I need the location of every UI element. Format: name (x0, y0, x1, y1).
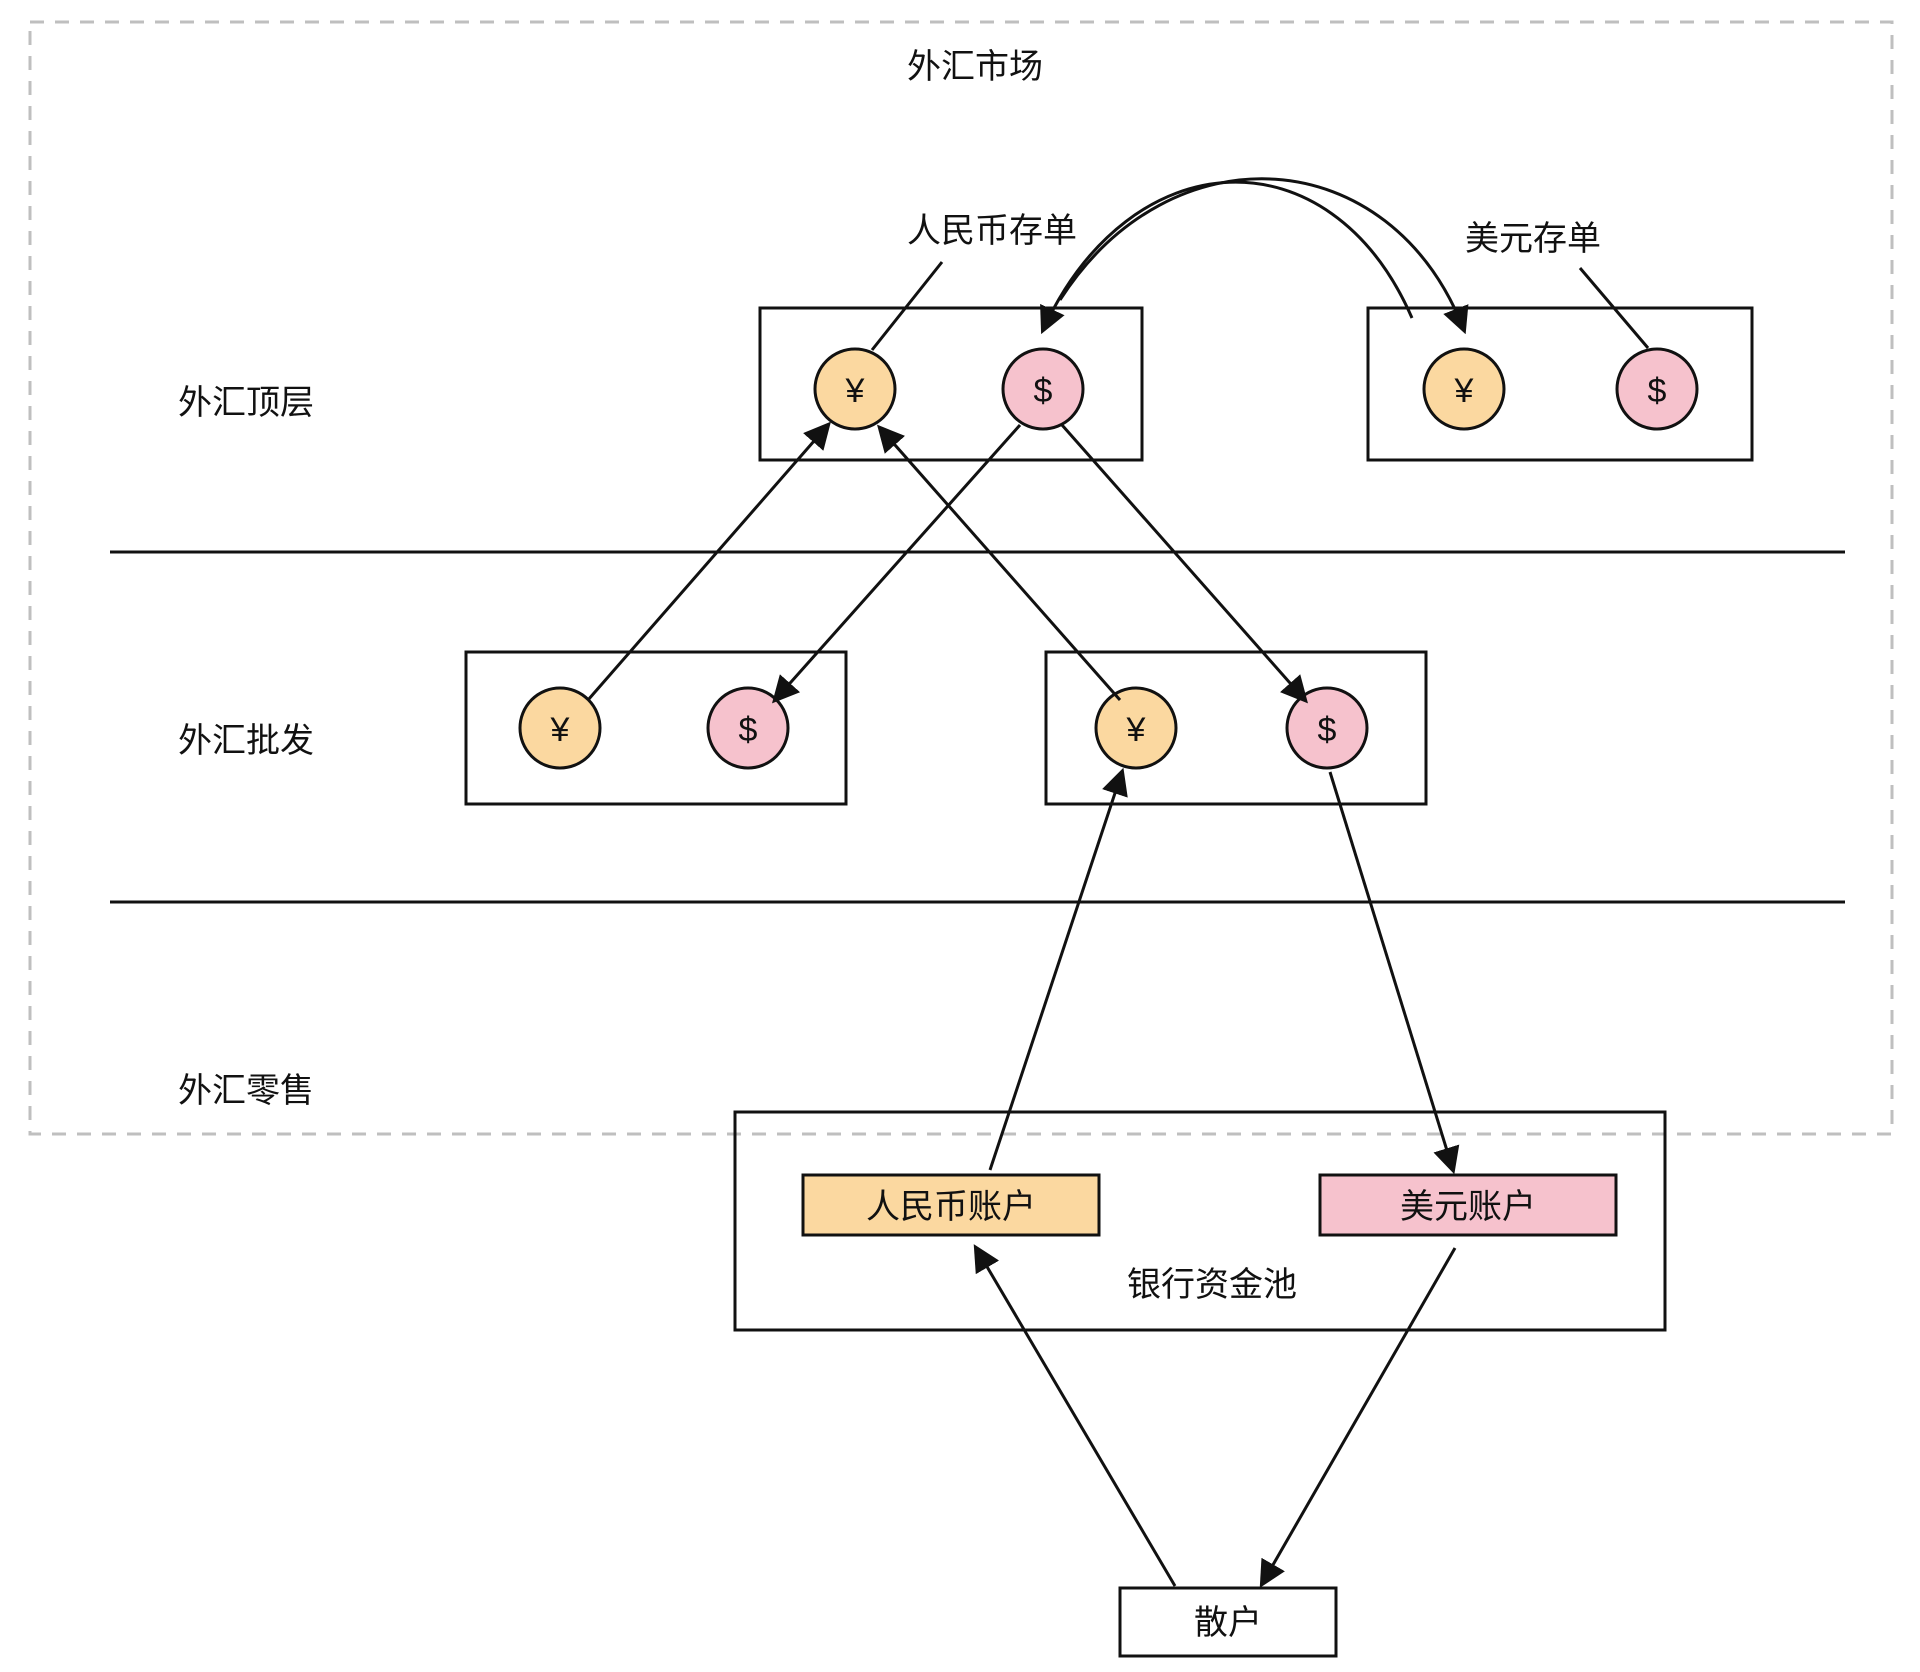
arrow-ws-b-cny-to-top-a-cny (877, 424, 1122, 701)
arrow-topa-usd-to-topb-cny (1058, 177, 1469, 335)
wholesale-group-b-usd-symbol: $ (1318, 711, 1337, 749)
top-tier-group-a (758, 306, 1144, 462)
top-tier-group-a-cny-node[interactable] (813, 347, 897, 431)
top-tier-group-a-cny-symbol: ¥ (845, 372, 865, 410)
usd-account-box[interactable] (1318, 1173, 1618, 1237)
top-tier-group-b-cny-symbol: ¥ (1454, 372, 1474, 410)
top-tier-group-b-usd-symbol: $ (1648, 372, 1667, 410)
top-tier-group-b (1366, 306, 1754, 462)
wholesale-tier-group-b (1044, 650, 1428, 806)
arrow-ws-b-usd-to-usd-account (1328, 771, 1460, 1175)
arrow-ws-a-cny-to-top-a-cny (586, 421, 831, 701)
arrow-retail-customer-to-cny-account (973, 1244, 1177, 1587)
wholesale-group-b-cny-node[interactable] (1094, 686, 1178, 770)
annotation-usd-cd-label: 美元存单 (1465, 220, 1601, 258)
tier-label-retail: 外汇零售 (178, 1072, 314, 1110)
bank-pool-label: 银行资金池 (1127, 1266, 1297, 1304)
bank-pool-box (733, 1110, 1667, 1332)
top-tier-group-a-usd-symbol: $ (1034, 372, 1053, 410)
arrow-top-a-usd-to-ws-b-usd (1060, 424, 1308, 704)
tier-label-wholesale: 外汇批发 (178, 722, 314, 760)
usd-account-label: 美元账户 (1400, 1188, 1536, 1226)
wholesale-group-a-usd-node[interactable] (706, 686, 790, 770)
wholesale-group-a-usd-symbol: $ (739, 711, 758, 749)
annotation-cny-cd-label: 人民币存单 (907, 212, 1077, 250)
annotation-usd-cd-leader (1578, 267, 1650, 349)
arrow-cny-account-to-ws-b-cny (988, 767, 1128, 1171)
cny-account-label: 人民币账户 (866, 1188, 1036, 1226)
arrow-usd-account-to-retail-customer (1259, 1247, 1457, 1588)
annotation-cny-cd-leader (870, 261, 944, 351)
top-tier-group-a-usd-node[interactable] (1001, 347, 1085, 431)
wholesale-tier-group-a (464, 650, 848, 806)
wholesale-group-a-cny-symbol: ¥ (550, 711, 570, 749)
retail-customer-label: 散户 (1194, 1604, 1262, 1642)
top-tier-group-b-usd-node[interactable] (1615, 347, 1699, 431)
wholesale-group-b-usd-node[interactable] (1285, 686, 1369, 770)
outer-dashed-container (28, 20, 1894, 1136)
arrow-top-a-usd-to-ws-a-usd (772, 424, 1022, 704)
diagram-title: 外汇市场 (907, 48, 1043, 86)
tier-label-top: 外汇顶层 (178, 384, 314, 422)
retail-customer-box[interactable] (1118, 1586, 1338, 1658)
wholesale-group-a-cny-node[interactable] (518, 686, 602, 770)
top-tier-group-b-cny-node[interactable] (1422, 347, 1506, 431)
wholesale-group-b-cny-symbol: ¥ (1126, 711, 1146, 749)
cny-account-box[interactable] (801, 1173, 1101, 1237)
